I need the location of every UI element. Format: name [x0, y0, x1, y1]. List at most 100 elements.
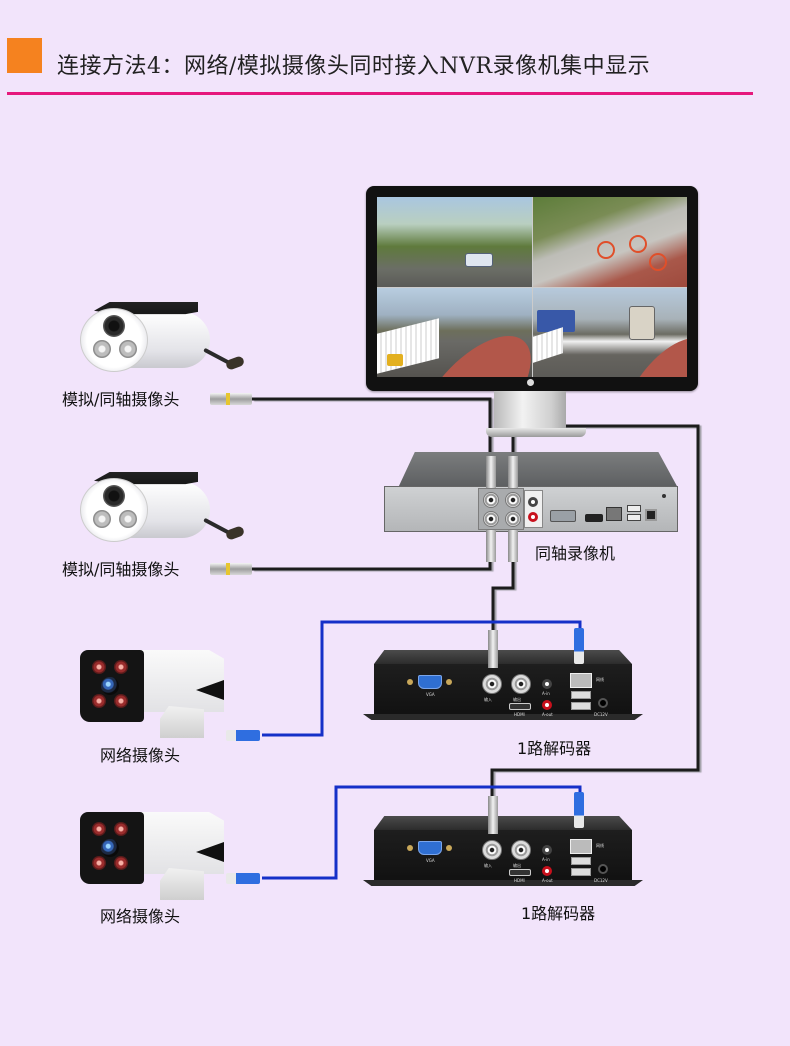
- decoder-part: [407, 679, 413, 685]
- decoder-box-icon: VGA 输入 输出 A-in HDMI A-out 网线 DC12V: [360, 650, 650, 730]
- camera-part: [114, 856, 128, 870]
- camera-part: [101, 677, 119, 695]
- camera-part: [93, 340, 111, 358]
- monitor: [366, 186, 698, 391]
- port-label: 输出: [513, 697, 521, 702]
- header-divider: [7, 92, 753, 95]
- rj45-connector-icon: [574, 792, 584, 828]
- decoder-part: [482, 674, 502, 694]
- decoder-part: [571, 857, 591, 865]
- port-label: 输入: [484, 697, 492, 702]
- monitor-screen: [377, 197, 687, 377]
- decoder-part: [542, 845, 552, 855]
- nvr-led-icon: [662, 494, 666, 498]
- decoder-part: [482, 840, 502, 860]
- decoder-part: [542, 679, 552, 689]
- camera-part: [224, 355, 246, 371]
- rj45-connector-icon: [226, 873, 260, 884]
- decoder-part: [571, 702, 591, 710]
- camera-part: [92, 856, 106, 870]
- port-label: 网线: [596, 843, 604, 848]
- decoder-part: [374, 830, 632, 882]
- network-bullet-camera-icon: [80, 812, 260, 908]
- camera-part: [93, 510, 111, 528]
- decoder-part: [363, 880, 643, 886]
- analog-camera-2-label: 模拟/同轴摄像头: [62, 560, 180, 579]
- camera-part: [196, 842, 224, 862]
- camera-part: [160, 706, 204, 738]
- port-label: DC12V: [594, 878, 608, 883]
- bnc-ring: [226, 563, 230, 575]
- decoder-part: [598, 864, 608, 874]
- monitor-stand: [494, 391, 566, 431]
- network-cable-2: [262, 785, 582, 880]
- camera-part: [114, 822, 128, 836]
- camera-part: [224, 525, 246, 541]
- lan-port-icon: [606, 507, 622, 521]
- nvr-audio-panel: [524, 490, 543, 528]
- network-camera-1-label: 网络摄像头: [100, 746, 181, 765]
- network-cable-1: [262, 620, 582, 737]
- decoder-part: [374, 650, 632, 664]
- camera-part: [114, 694, 128, 708]
- port-label: A-in: [542, 857, 550, 862]
- camera-part: [119, 340, 137, 358]
- camera-part: [101, 839, 119, 857]
- camera-part: [114, 660, 128, 674]
- decoder-part: [374, 664, 632, 716]
- analog-bullet-camera-icon: [76, 466, 256, 556]
- port-label: 输出: [513, 863, 521, 868]
- hdmi-port-icon: [585, 514, 603, 522]
- monitor-logo-icon: [527, 379, 534, 386]
- port-label: DC12V: [594, 712, 608, 717]
- decoder-box-icon: VGA 输入 输出 A-in HDMI A-out 网线 DC12V: [360, 816, 650, 896]
- bnc-connector-icon: [210, 563, 252, 575]
- port-label: 输入: [484, 863, 492, 868]
- decoder-part: [509, 703, 531, 710]
- power-port-icon: [645, 509, 657, 521]
- port-label: VGA: [426, 858, 435, 863]
- bnc-connector-icon: [483, 492, 499, 508]
- decoder-part: [374, 816, 632, 830]
- screen-view-road: [377, 287, 532, 377]
- bnc-connector-icon: [483, 511, 499, 527]
- coax-cable-analog-1: [252, 397, 492, 470]
- camera-part: [80, 478, 148, 542]
- decoder-1-label: 1路解码器: [517, 739, 592, 758]
- decoder-part: [509, 869, 531, 876]
- decoder-part: [570, 673, 592, 688]
- camera-part: [160, 868, 204, 900]
- rj45-connector-icon: [226, 730, 260, 741]
- vga-port-icon: [550, 510, 576, 522]
- bnc-ring: [226, 393, 230, 405]
- decoder-part: [571, 868, 591, 876]
- audio-in-port-icon: [528, 497, 538, 507]
- decoder-part: [542, 866, 552, 876]
- port-label: HDMI: [514, 712, 525, 717]
- decoder-part: [363, 714, 643, 720]
- port-label: A-out: [542, 878, 553, 883]
- decoder-part: [446, 845, 452, 851]
- decoder-part: [598, 698, 608, 708]
- network-bullet-camera-icon: [80, 650, 260, 746]
- camera-part: [119, 510, 137, 528]
- bnc-plug-icon: [488, 630, 498, 668]
- camera-part: [92, 822, 106, 836]
- port-label: VGA: [426, 692, 435, 697]
- bnc-connector-icon: [505, 511, 521, 527]
- audio-out-port-icon: [528, 512, 538, 522]
- nvr-label: 同轴录像机: [535, 544, 616, 563]
- page-title: 连接方法4：网络/模拟摄像头同时接入NVR录像机集中显示: [57, 54, 651, 79]
- decoder-part: [511, 840, 531, 860]
- decoder-part: [418, 675, 442, 689]
- decoder-part: [418, 841, 442, 855]
- coax-cable-analog-2: [252, 540, 492, 571]
- bnc-connector-icon: [505, 492, 521, 508]
- camera-part: [92, 694, 106, 708]
- camera-part: [103, 315, 125, 337]
- port-label: 网线: [596, 677, 604, 682]
- camera-part: [92, 660, 106, 674]
- screen-view-bike-lane: [532, 197, 687, 287]
- camera-part: [103, 485, 125, 507]
